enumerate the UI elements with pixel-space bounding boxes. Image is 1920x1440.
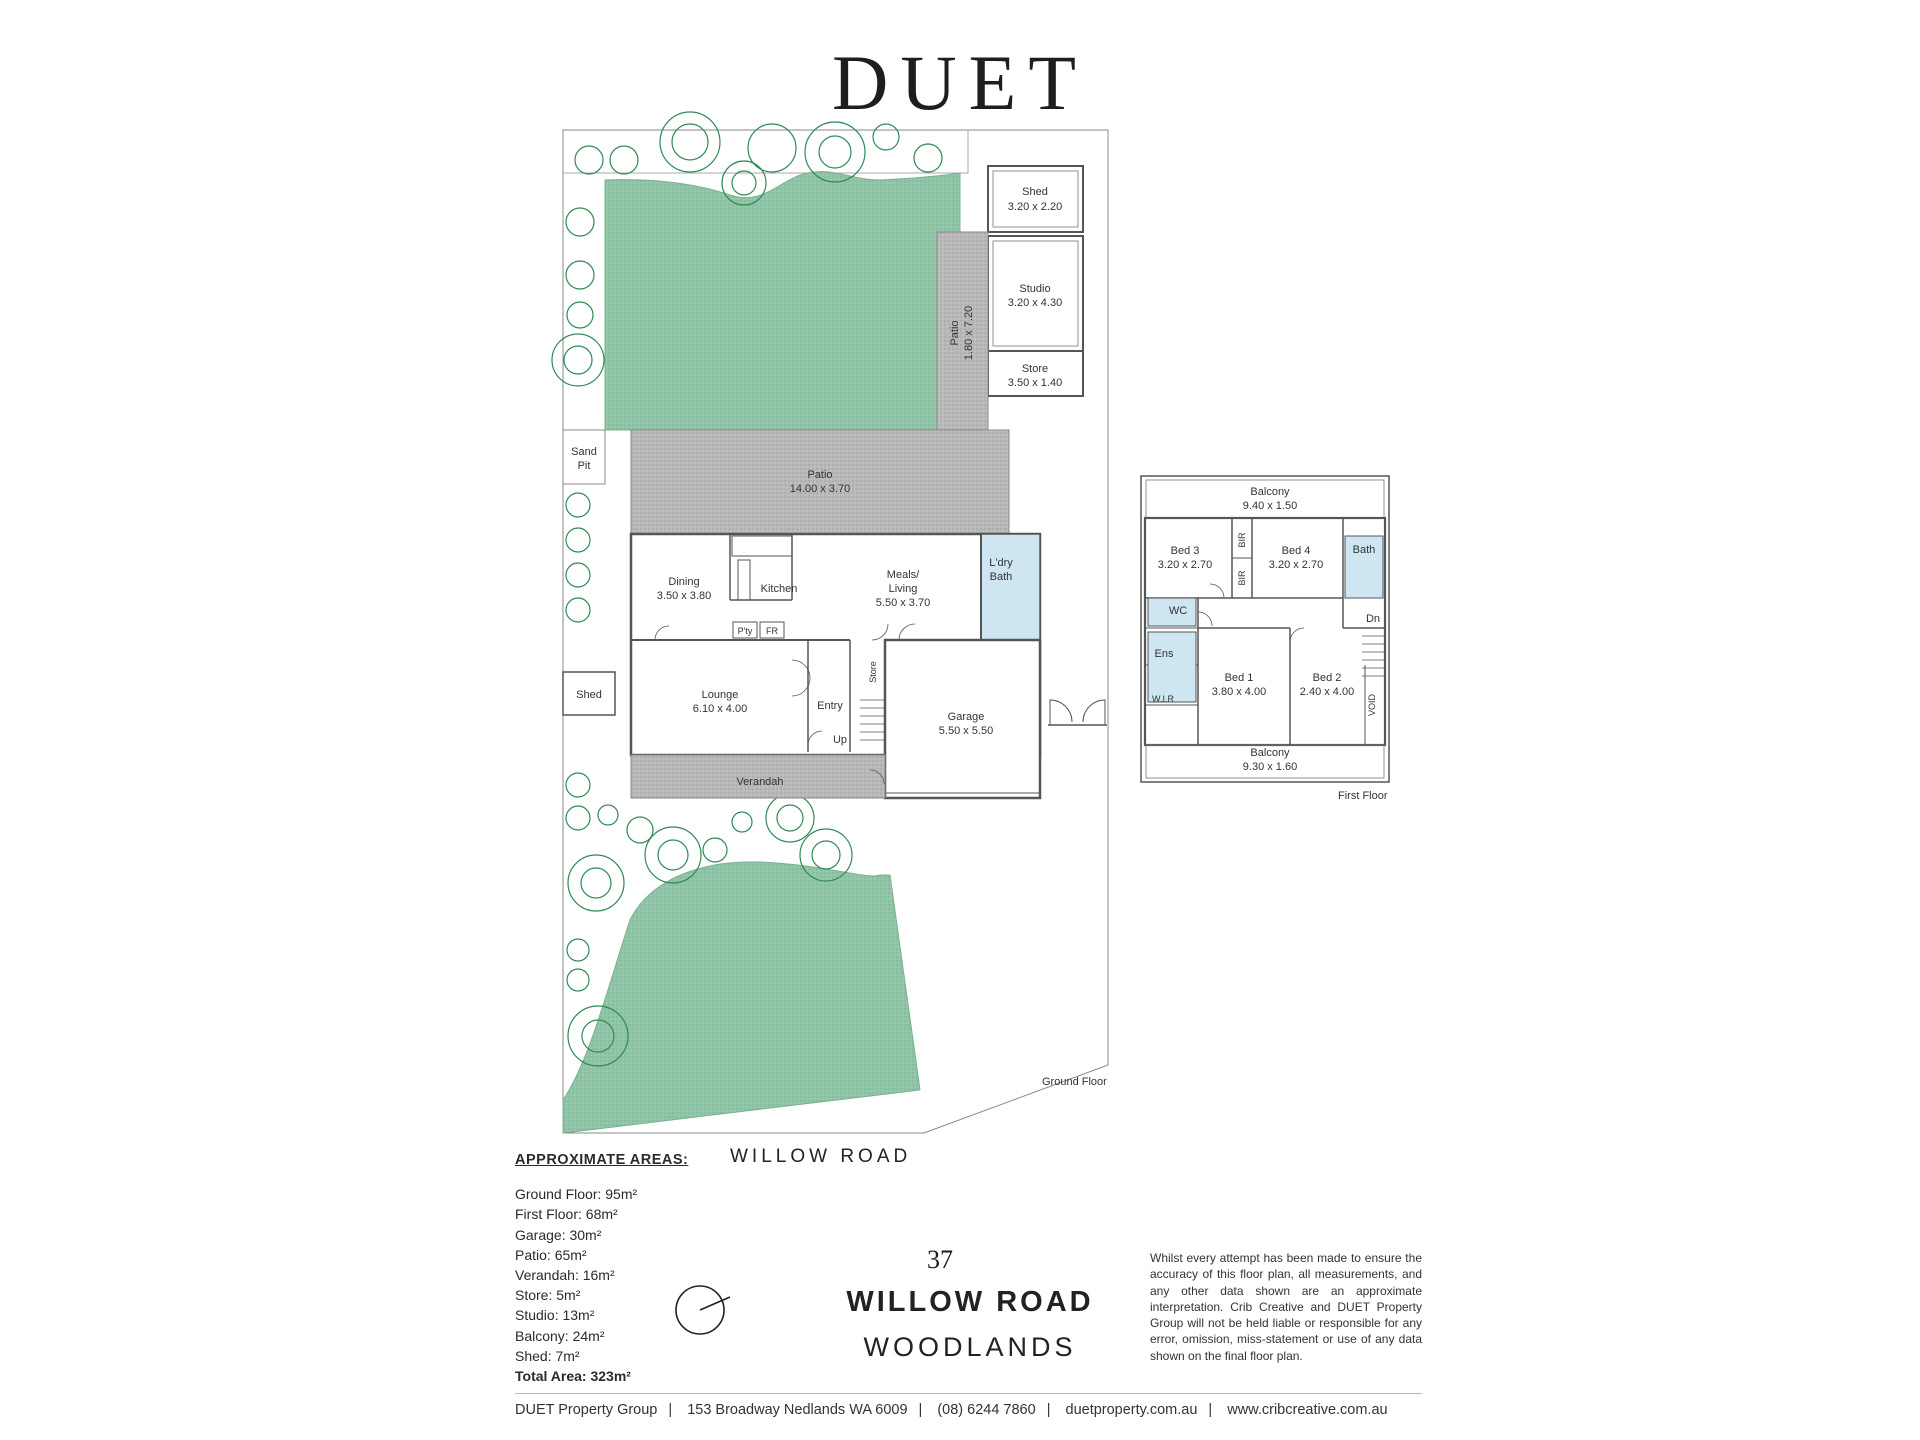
meals-living-dims: 5.50 x 3.70 [876, 597, 930, 609]
balcony-top-dims: 9.40 x 1.50 [1243, 500, 1297, 512]
areas-title: APPROXIMATE AREAS: [515, 1152, 689, 1168]
footer: DUET Property Group| 153 Broadway Nedlan… [515, 1402, 1388, 1418]
garage-name: Garage [948, 711, 985, 723]
shed-rear-name: Shed [1022, 186, 1048, 198]
bath-label: Bath [1353, 544, 1376, 556]
area-item: Garage: 30m² [515, 1226, 602, 1243]
void-label: VOID [1367, 694, 1377, 717]
sand-pit-line2: Pit [578, 460, 591, 472]
verandah [630, 754, 886, 799]
store-rear [987, 350, 1084, 397]
area-item: Store: 5m² [515, 1287, 581, 1304]
first-floor-ens [1147, 631, 1197, 703]
garage-dims: 5.50 x 5.50 [939, 725, 993, 737]
bir-bottom-label: BIR [1237, 570, 1247, 586]
lounge-name: Lounge [702, 689, 739, 701]
shed-rear [987, 165, 1084, 233]
footer-company: DUET Property Group [515, 1402, 658, 1418]
dining-dims: 3.50 x 3.80 [657, 590, 711, 602]
address-number: 37 [927, 1245, 953, 1274]
first-floor-label: First Floor [1338, 790, 1388, 802]
bed3-name: Bed 3 [1171, 545, 1200, 557]
brand-logo: DUET [832, 39, 1088, 126]
entry-label: Entry [817, 700, 843, 712]
patio-main-name: Patio [807, 469, 832, 481]
bed3-dims: 3.20 x 2.70 [1158, 559, 1212, 571]
first-floor-wc [1147, 597, 1197, 627]
bir-top-label: BIR [1237, 532, 1247, 548]
balcony-bottom-name: Balcony [1250, 747, 1290, 759]
area-item: Shed: 7m² [515, 1347, 580, 1364]
wc-label: WC [1169, 605, 1187, 617]
fridge-label: FR [766, 626, 778, 636]
pantry-label: P'ty [738, 626, 753, 636]
patio-side-dims: 1.80 x 7.20 [963, 306, 975, 360]
bed1-name: Bed 1 [1225, 672, 1254, 684]
footer-phone: (08) 6244 7860 [937, 1402, 1036, 1418]
footer-website-crib[interactable]: www.cribcreative.com.au [1227, 1402, 1388, 1418]
up-label: Up [833, 734, 847, 746]
area-item: Patio: 65m² [515, 1246, 587, 1263]
studio [987, 235, 1084, 352]
area-item: First Floor: 68m² [515, 1206, 618, 1223]
laundry-bath-line1: L'dry [989, 557, 1013, 569]
balcony-bottom-dims: 9.30 x 1.60 [1243, 761, 1297, 773]
lounge-dims: 6.10 x 4.00 [693, 703, 747, 715]
kitchen-name: Kitchen [761, 583, 798, 595]
bed4-dims: 3.20 x 2.70 [1269, 559, 1323, 571]
ens-label: Ens [1155, 648, 1174, 660]
store-internal-label: Store [868, 661, 878, 683]
approximate-areas: APPROXIMATE AREAS: Ground Floor: 95m² Fi… [515, 1150, 715, 1386]
store-rear-dims: 3.50 x 1.40 [1008, 377, 1062, 389]
area-item: Studio: 13m² [515, 1307, 595, 1324]
footer-divider [515, 1393, 1422, 1394]
first-floor [1140, 475, 1390, 783]
studio-dims: 3.20 x 4.30 [1008, 297, 1062, 309]
sand-pit [562, 429, 606, 485]
lot-boundary [562, 129, 1109, 1134]
rear-fence-step [563, 130, 969, 174]
area-item: Ground Floor: 95m² [515, 1186, 638, 1203]
dn-label: Dn [1366, 613, 1380, 625]
meals-living-line2: Living [889, 583, 918, 595]
address-street: WILLOW ROAD [846, 1286, 1094, 1318]
footer-address: 153 Broadway Nedlands WA 6009 [687, 1402, 908, 1418]
patio-main-dims: 14.00 x 3.70 [790, 483, 851, 495]
verandah-label: Verandah [736, 776, 783, 788]
ground-floor-label: Ground Floor [1042, 1076, 1107, 1088]
areas-total: Total Area: 323m² [515, 1368, 631, 1385]
bed2-dims: 2.40 x 4.00 [1300, 686, 1354, 698]
street-label: WILLOW ROAD [730, 1146, 911, 1167]
sand-pit-line1: Sand [571, 446, 597, 458]
first-floor-bath [1344, 535, 1384, 599]
north-compass-icon [675, 1285, 731, 1335]
dining-name: Dining [668, 576, 699, 588]
wir-label: W.I.R [1152, 694, 1174, 704]
bed4-name: Bed 4 [1282, 545, 1311, 557]
disclaimer: Whilst every attempt has been made to en… [1150, 1251, 1422, 1363]
footer-website-duet[interactable]: duetproperty.com.au [1065, 1402, 1198, 1418]
patio-side [936, 231, 989, 435]
shed-side-label: Shed [576, 689, 602, 701]
bed2-name: Bed 2 [1313, 672, 1342, 684]
trees [551, 111, 943, 1067]
address-suburb: WOODLANDS [863, 1332, 1077, 1362]
patio-side-name: Patio [949, 320, 961, 345]
laundry-bath-line2: Bath [990, 571, 1013, 583]
studio-name: Studio [1019, 283, 1050, 295]
shed-rear-dims: 3.20 x 2.20 [1008, 201, 1062, 213]
store-rear-name: Store [1022, 363, 1048, 375]
rear-lawn [604, 171, 961, 431]
meals-living-line1: Meals/ [887, 569, 920, 581]
shed-side [562, 671, 616, 716]
bed1-dims: 3.80 x 4.00 [1212, 686, 1266, 698]
balcony-top-name: Balcony [1250, 486, 1290, 498]
area-item: Verandah: 16m² [515, 1267, 615, 1284]
area-item: Balcony: 24m² [515, 1327, 605, 1344]
patio-main [630, 429, 1010, 535]
